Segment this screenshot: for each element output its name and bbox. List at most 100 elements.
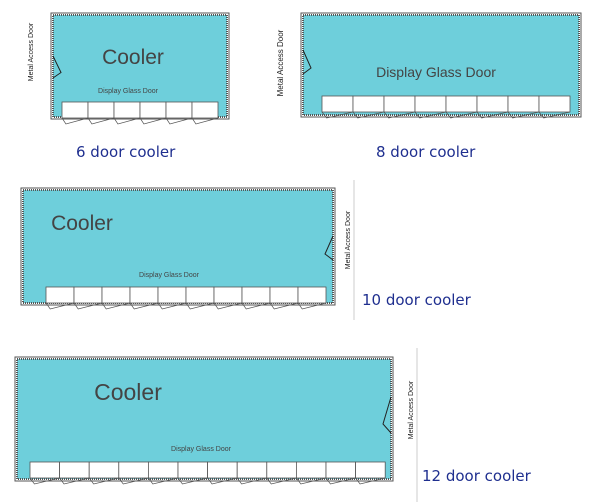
door-swing <box>321 111 354 119</box>
metal-door-label: Metal Access Door <box>276 29 285 96</box>
door-swing <box>61 117 89 125</box>
metal-door-hinge <box>382 396 392 434</box>
glass-door <box>88 461 120 479</box>
door-swing <box>165 117 193 125</box>
glass-door <box>118 461 149 479</box>
metal-door-hinge <box>324 235 334 261</box>
caption-10-door: 10 door cooler <box>362 291 471 309</box>
door-swing <box>148 477 179 485</box>
caption-8-door: 8 door cooler <box>376 143 476 161</box>
cooler-outer-wall <box>50 12 230 120</box>
glass-door <box>87 101 115 119</box>
glass-door <box>476 95 509 113</box>
cooler-title: Cooler <box>102 46 164 69</box>
door-swing <box>325 477 356 485</box>
caption-12-door: 12 door cooler <box>422 467 531 485</box>
cooler-title: Cooler <box>94 379 162 405</box>
glass-door <box>213 286 243 304</box>
cooler-outer-wall <box>14 356 394 482</box>
door-swing <box>266 477 297 485</box>
door-swing <box>118 477 149 485</box>
door-swing <box>185 302 215 310</box>
cooler-title: Cooler <box>51 212 113 235</box>
glass-door <box>266 461 297 479</box>
glass-door <box>139 101 167 119</box>
door-swing <box>236 477 267 485</box>
glass-door <box>165 101 193 119</box>
cooler-box <box>16 358 392 480</box>
door-swing <box>59 477 90 485</box>
door-swing <box>213 302 243 310</box>
glass-door <box>538 95 571 113</box>
cooler-diagram-8-door: Display Glass Door Metal Access Door <box>276 12 582 119</box>
cooler-outer-wall <box>300 12 582 118</box>
glass-door <box>321 95 354 113</box>
door-swing <box>139 117 167 125</box>
cooler-box <box>22 189 334 304</box>
glass-door <box>241 286 271 304</box>
door-swing <box>101 302 131 310</box>
glass-door <box>207 461 238 479</box>
door-swing <box>476 111 509 119</box>
glass-door <box>113 101 141 119</box>
metal-door-hinge <box>52 55 62 79</box>
glass-door <box>29 461 61 479</box>
door-swing <box>157 302 187 310</box>
door-swing <box>241 302 271 310</box>
glass-door-label: Display Glass Door <box>171 446 232 453</box>
metal-door-label: Metal Access Door <box>345 210 352 269</box>
glass-door <box>325 461 357 479</box>
glass-door <box>507 95 540 113</box>
door-swing <box>352 111 385 119</box>
glass-door-label: Display Glass Door <box>139 272 200 279</box>
glass-door <box>355 461 386 479</box>
door-swing <box>88 477 119 485</box>
glass-door <box>73 286 103 304</box>
door-swing <box>269 302 299 310</box>
glass-door <box>45 286 75 304</box>
door-swing <box>113 117 141 125</box>
door-swing <box>87 117 115 125</box>
door-swing <box>191 117 219 125</box>
door-swing <box>177 477 208 485</box>
glass-door <box>59 461 90 479</box>
door-swing <box>538 111 571 119</box>
glass-door <box>157 286 187 304</box>
door-swing <box>414 111 447 119</box>
door-swing <box>297 302 327 310</box>
door-swing <box>129 302 159 310</box>
glass-door <box>61 101 89 119</box>
door-swing <box>383 111 416 119</box>
glass-door <box>295 461 327 479</box>
glass-door <box>297 286 327 304</box>
glass-door <box>383 95 416 113</box>
glass-door <box>445 95 478 113</box>
glass-door <box>191 101 219 119</box>
door-swing <box>29 477 60 485</box>
glass-door <box>352 95 385 113</box>
door-swing <box>207 477 238 485</box>
glass-door <box>177 461 209 479</box>
door-swing <box>45 302 75 310</box>
glass-door-label: Display Glass Door <box>98 88 159 95</box>
glass-door <box>185 286 215 304</box>
caption-6-door: 6 door cooler <box>76 143 176 161</box>
glass-door <box>269 286 299 304</box>
glass-door <box>236 461 268 479</box>
glass-door <box>414 95 447 113</box>
door-swing <box>507 111 540 119</box>
metal-door-label: Metal Access Door <box>28 22 35 81</box>
door-swing <box>355 477 386 485</box>
metal-door-label: Metal Access Door <box>408 380 415 439</box>
glass-door-label: Display Glass Door <box>376 64 496 80</box>
door-swing <box>445 111 478 119</box>
door-swing <box>296 477 327 485</box>
metal-door-hinge <box>302 49 312 75</box>
glass-door <box>147 461 179 479</box>
glass-door <box>129 286 159 304</box>
glass-door <box>101 286 131 304</box>
